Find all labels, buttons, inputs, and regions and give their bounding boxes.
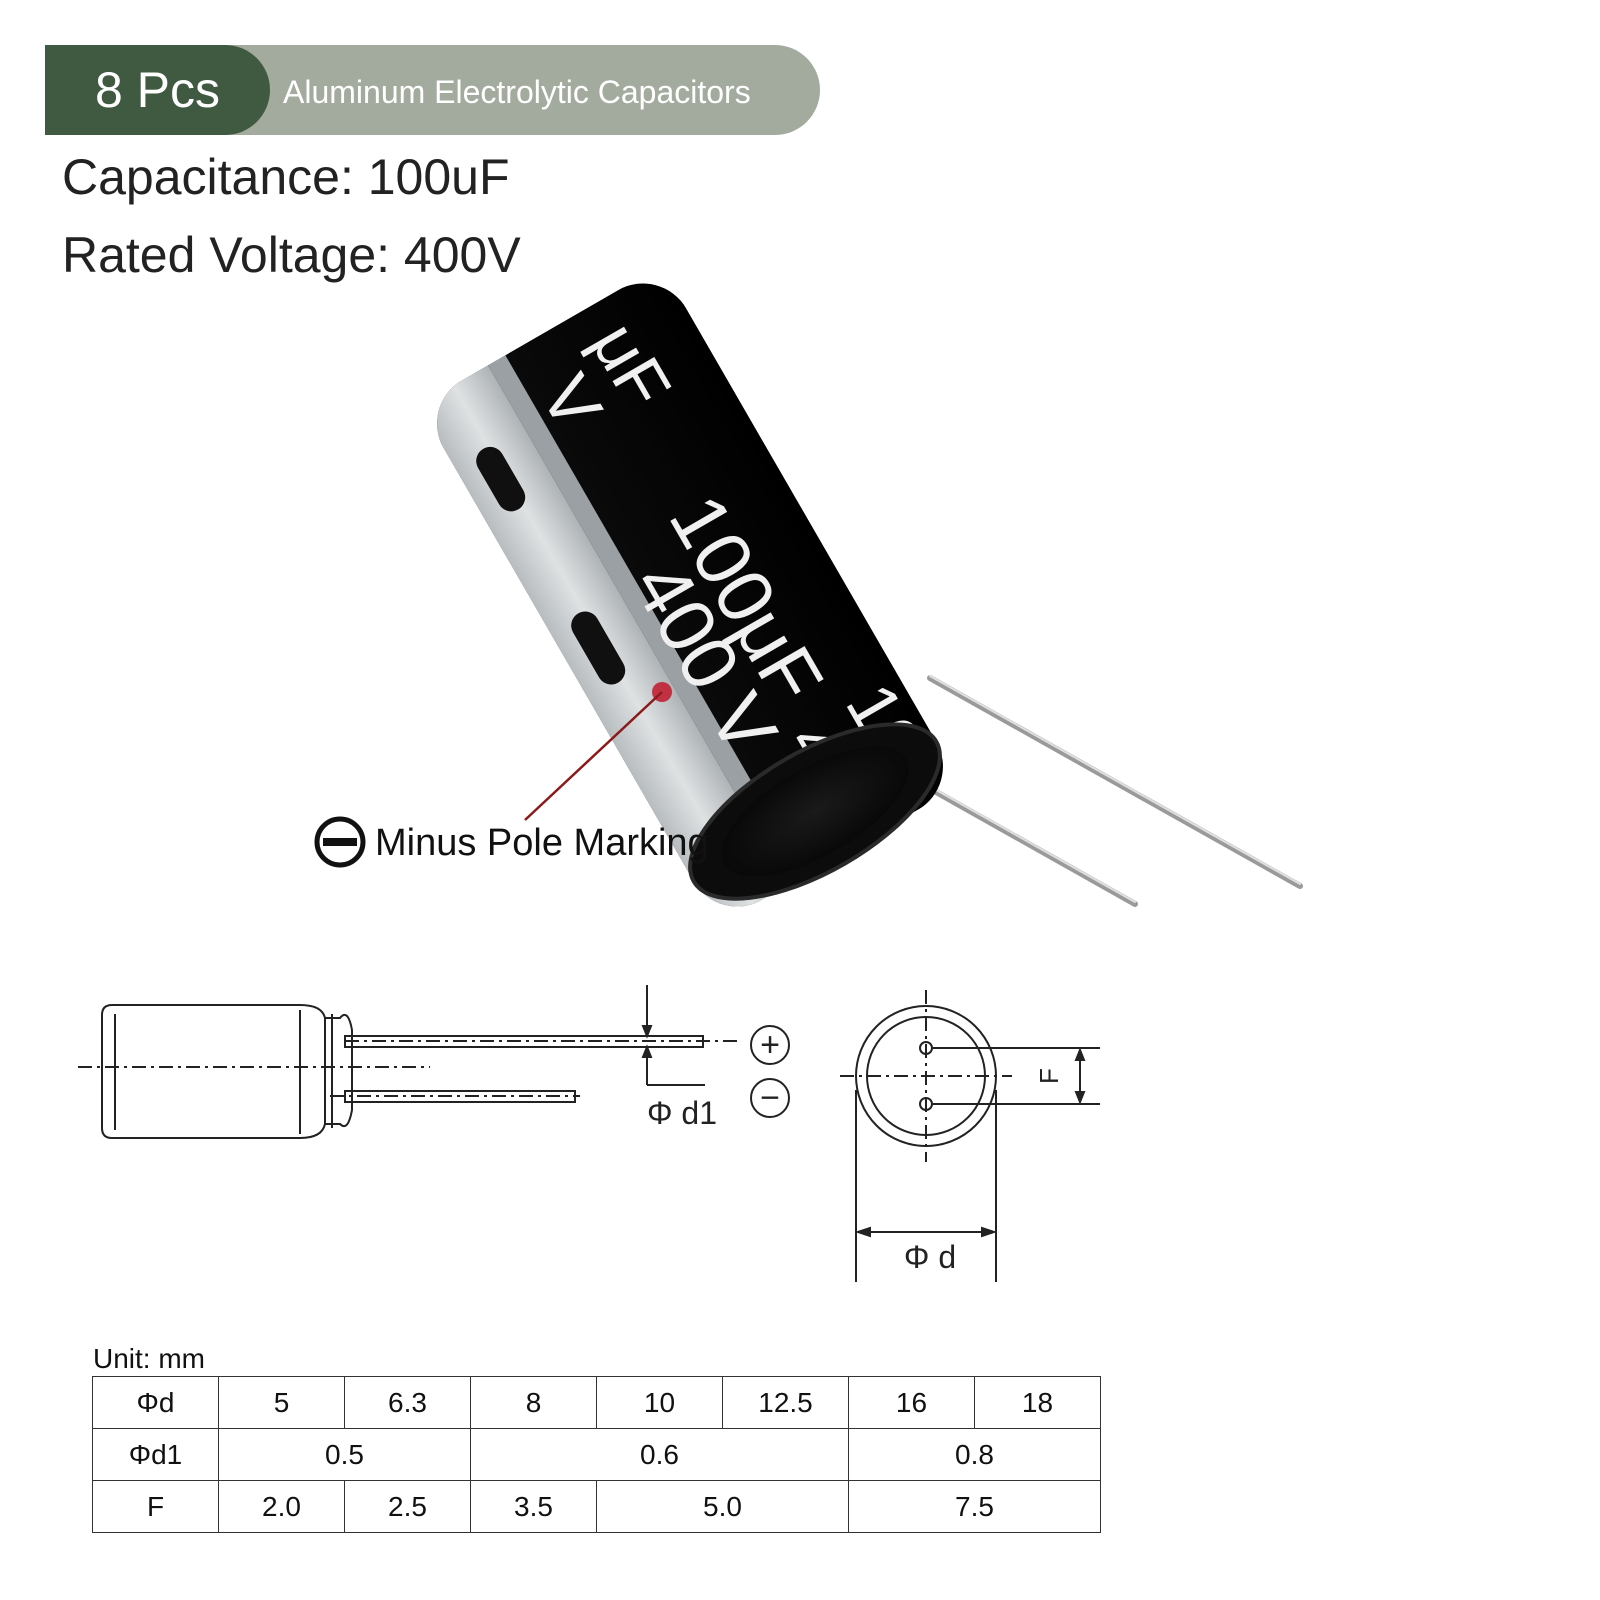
pitch-label: F [1034, 1068, 1064, 1084]
table-cell: 12.5 [722, 1376, 849, 1429]
table-cell: 0.8 [848, 1428, 1101, 1481]
table-cell: 7.5 [848, 1480, 1101, 1533]
lead-long [927, 675, 1303, 889]
table-cell: 5.0 [596, 1480, 849, 1533]
end-view-drawing [840, 990, 1100, 1282]
capacitor-photo: 100μF 400 V μF V 100 400 [418, 265, 962, 925]
table-cell: 2.5 [344, 1480, 471, 1533]
callout-label: Minus Pole Marking [375, 822, 709, 864]
plus-terminal-icon [750, 1025, 790, 1065]
title-banner: 8 Pcs Aluminum Electrolytic Capacitors [45, 45, 820, 135]
side-view-drawing [78, 985, 790, 1139]
table-cell: 10 [596, 1376, 723, 1429]
minus-symbol: − [760, 1079, 780, 1117]
table-cell: 0.6 [470, 1428, 849, 1481]
row-header: Φd1 [92, 1428, 219, 1481]
table-cell: 18 [974, 1376, 1101, 1429]
table-cell: 5 [218, 1376, 345, 1429]
minus-terminal-icon [750, 1078, 790, 1118]
table-cell: 8 [470, 1376, 597, 1429]
row-header: Φd [92, 1376, 219, 1429]
plus-symbol: + [760, 1026, 780, 1064]
body-diameter-label: Φ d [904, 1239, 956, 1275]
lead-diameter-label: Φ d1 [647, 1095, 717, 1131]
unit-label: Unit: mm [93, 1343, 205, 1374]
table-cell: 16 [848, 1376, 975, 1429]
table-cell: 6.3 [344, 1376, 471, 1429]
table-cell: 2.0 [218, 1480, 345, 1533]
quantity-badge: 8 Pcs [45, 45, 270, 135]
voltage-spec: Rated Voltage: 400V [62, 227, 521, 283]
table-cell: 3.5 [470, 1480, 597, 1533]
row-header: F [92, 1480, 219, 1533]
capacitance-spec: Capacitance: 100uF [62, 149, 510, 205]
product-title: Aluminum Electrolytic Capacitors [283, 74, 751, 110]
table-cell: 0.5 [218, 1428, 471, 1481]
lead-long-highlight [929, 675, 1301, 885]
minus-circle-icon [314, 816, 366, 868]
callout-line [524, 691, 663, 821]
